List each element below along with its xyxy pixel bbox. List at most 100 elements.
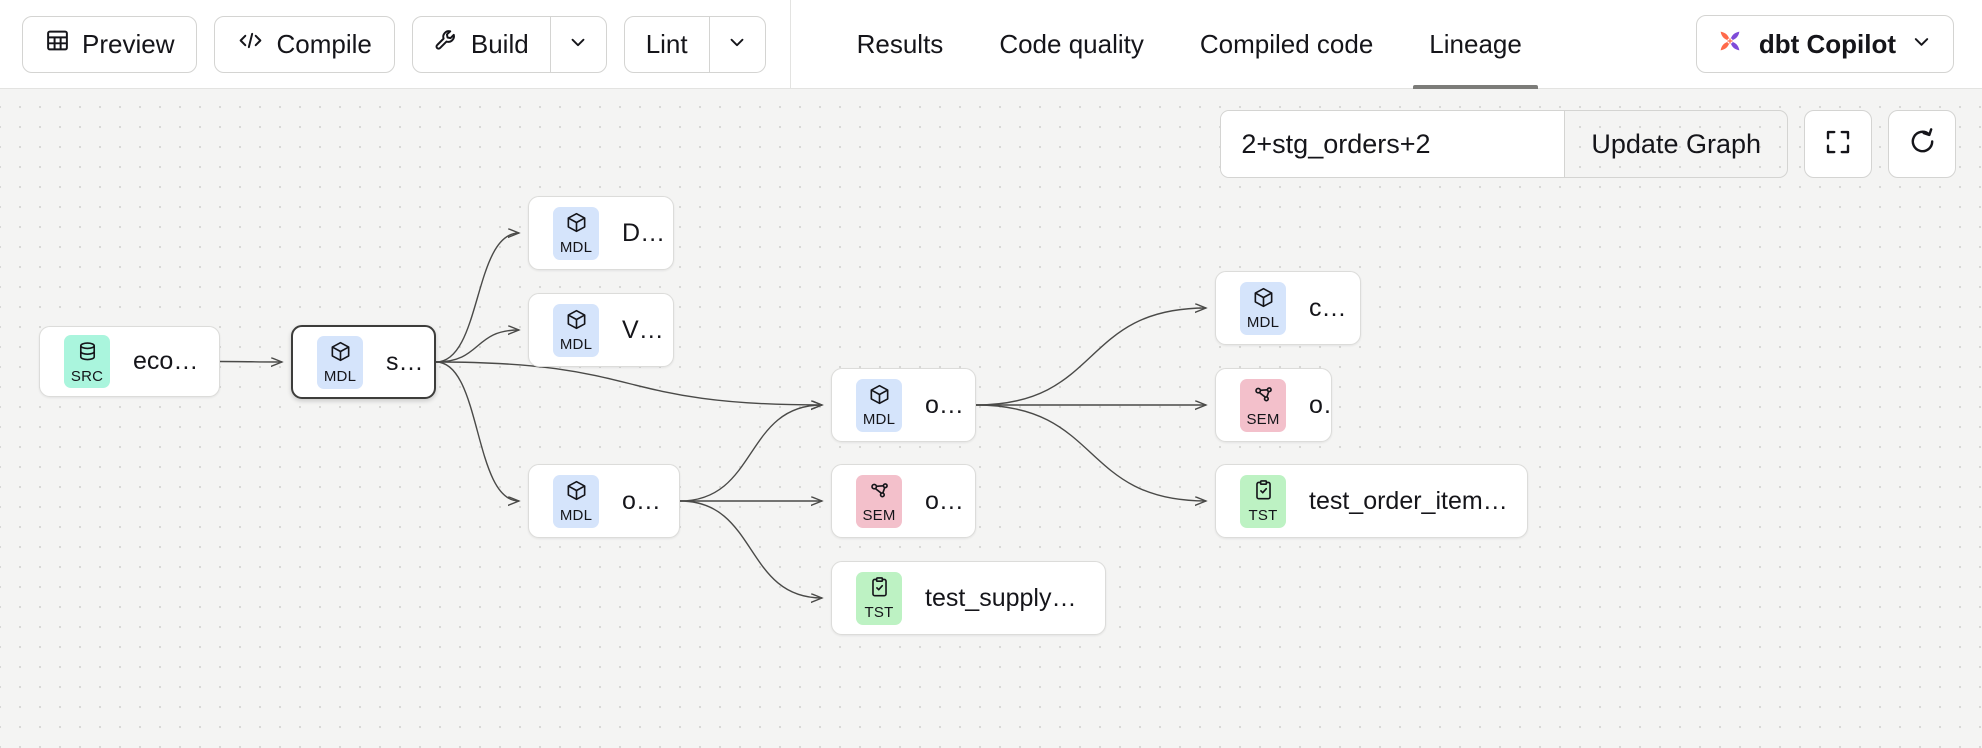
cube-icon [868,383,891,411]
node-label: stg_orders [386,347,434,376]
lineage-node[interactable]: MDL Demo [528,196,674,270]
lineage-node[interactable]: TSTtest_order_items_compute_to_bools_c… [1215,464,1528,538]
fullscreen-icon [1823,127,1853,162]
node-type-label: SEM [1246,411,1280,428]
fullscreen-button[interactable] [1804,110,1872,178]
chevron-down-icon [726,31,748,58]
node-type-label: MDL [559,507,593,524]
node-label: test_supply_costs_sum_correctly [925,583,1105,612]
lineage-edge [975,308,1206,406]
node-type-badge-tst: TST [1240,474,1286,528]
tab-results[interactable]: Results [829,0,972,89]
compile-button-label: Compile [276,28,372,59]
lineage-node[interactable]: MDL orders [831,368,976,442]
lineage-node[interactable]: SEM order_item [831,464,976,538]
lint-button-label: Lint [645,28,688,59]
lineage-edge [679,500,822,598]
dbt-copilot-label: dbt Copilot [1758,28,1896,59]
node-label: orders [925,390,975,419]
node-type-badge-sem: SEM [856,474,902,528]
lineage-edge [435,330,519,363]
node-type-badge-mdl: MDL [856,378,902,432]
copilot-container: dbt Copilot [1695,15,1954,73]
preview-button-label: Preview [82,28,175,59]
refresh-button[interactable] [1888,110,1956,178]
node-type-badge-mdl: MDL [553,303,599,357]
build-dropdown-toggle[interactable] [549,16,606,72]
cube-icon [565,211,588,239]
dbt-copilot-button[interactable]: dbt Copilot [1695,15,1954,73]
lint-button[interactable]: Lint [625,17,709,72]
clipboard-check-icon [1252,479,1275,507]
graph-selector-group: Update Graph [1220,110,1788,178]
node-label: VE_Demo [622,315,673,344]
lineage-node[interactable]: TST test_supply_costs_sum_correctly [831,561,1106,635]
tab-results-label: Results [856,28,944,59]
refresh-icon [1907,126,1938,162]
tab-code-quality-label: Code quality [999,28,1144,59]
tab-lineage[interactable]: Lineage [1401,0,1550,89]
node-type-badge-mdl: MDL [1240,281,1286,335]
dbt-copilot-icon [1715,26,1745,63]
node-type-badge-src: SRC [64,335,110,388]
chevron-down-icon [1910,29,1933,60]
node-type-label: MDL [1246,314,1280,331]
cube-icon [565,479,588,507]
lineage-node[interactable]: MDL VE_Demo [528,293,674,367]
compile-button[interactable]: Compile [214,15,395,73]
node-type-label: MDL [559,336,593,353]
node-type-badge-mdl: MDL [553,474,599,528]
node-type-label: MDL [559,239,593,256]
lineage-edge [435,361,822,405]
lint-dropdown-toggle[interactable] [708,16,765,72]
graph-controls: Update Graph [1220,110,1956,178]
lineage-edge [219,362,282,363]
lineage-edge [679,405,822,502]
lineage-node[interactable]: SRC ecom.raw_orders [39,326,220,397]
node-type-label: MDL [862,411,896,428]
chevron-down-icon [567,31,589,58]
semantic-icon [1252,383,1275,411]
node-type-label: MDL [323,368,357,385]
database-icon [76,340,99,368]
clipboard-check-icon [868,576,891,604]
lineage-node[interactable]: MDL stg_orders [291,325,436,399]
build-button-label: Build [470,28,529,59]
node-type-badge-sem: SEM [1240,378,1286,432]
lineage-node[interactable]: MDL customers [1215,271,1361,345]
update-graph-button[interactable]: Update Graph [1564,111,1787,177]
tab-compiled-code[interactable]: Compiled code [1172,0,1401,89]
code-brackets-icon [237,28,264,60]
lineage-canvas[interactable]: SRCecom.raw_ordersMDLstg_ordersMDLDemoMD… [0,89,1982,748]
lineage-edge [435,361,519,501]
table-icon [45,28,70,60]
editor-toolbar: Preview Compile [0,0,766,88]
app-header: Preview Compile [0,0,1982,89]
node-type-badge-mdl: MDL [553,206,599,260]
preview-button[interactable]: Preview [22,15,198,73]
node-label: customers [1309,293,1360,322]
header-divider [789,0,791,89]
cube-icon [329,340,352,368]
cube-icon [1252,286,1275,314]
node-label: ecom.raw_orders [133,347,219,375]
tab-lineage-label: Lineage [1429,28,1522,59]
build-button[interactable]: Build [413,17,550,72]
node-type-label: TST [864,604,894,621]
wrench-icon [434,28,459,60]
graph-selector-input[interactable] [1221,111,1565,177]
node-label: order_item [925,486,975,515]
lint-button-group: Lint [623,15,766,73]
lineage-edges [219,89,1982,748]
node-label: Demo [622,218,673,247]
tab-code-quality[interactable]: Code quality [971,0,1172,89]
node-label: orders [1309,390,1331,419]
tab-compiled-code-label: Compiled code [1199,28,1374,59]
node-type-badge-mdl: MDL [317,335,363,389]
node-type-label: SEM [862,507,896,524]
result-tabs: Results Code quality Compiled code Linea… [829,0,1550,89]
semantic-icon [868,479,891,507]
lineage-node[interactable]: SEM orders [1215,368,1332,442]
